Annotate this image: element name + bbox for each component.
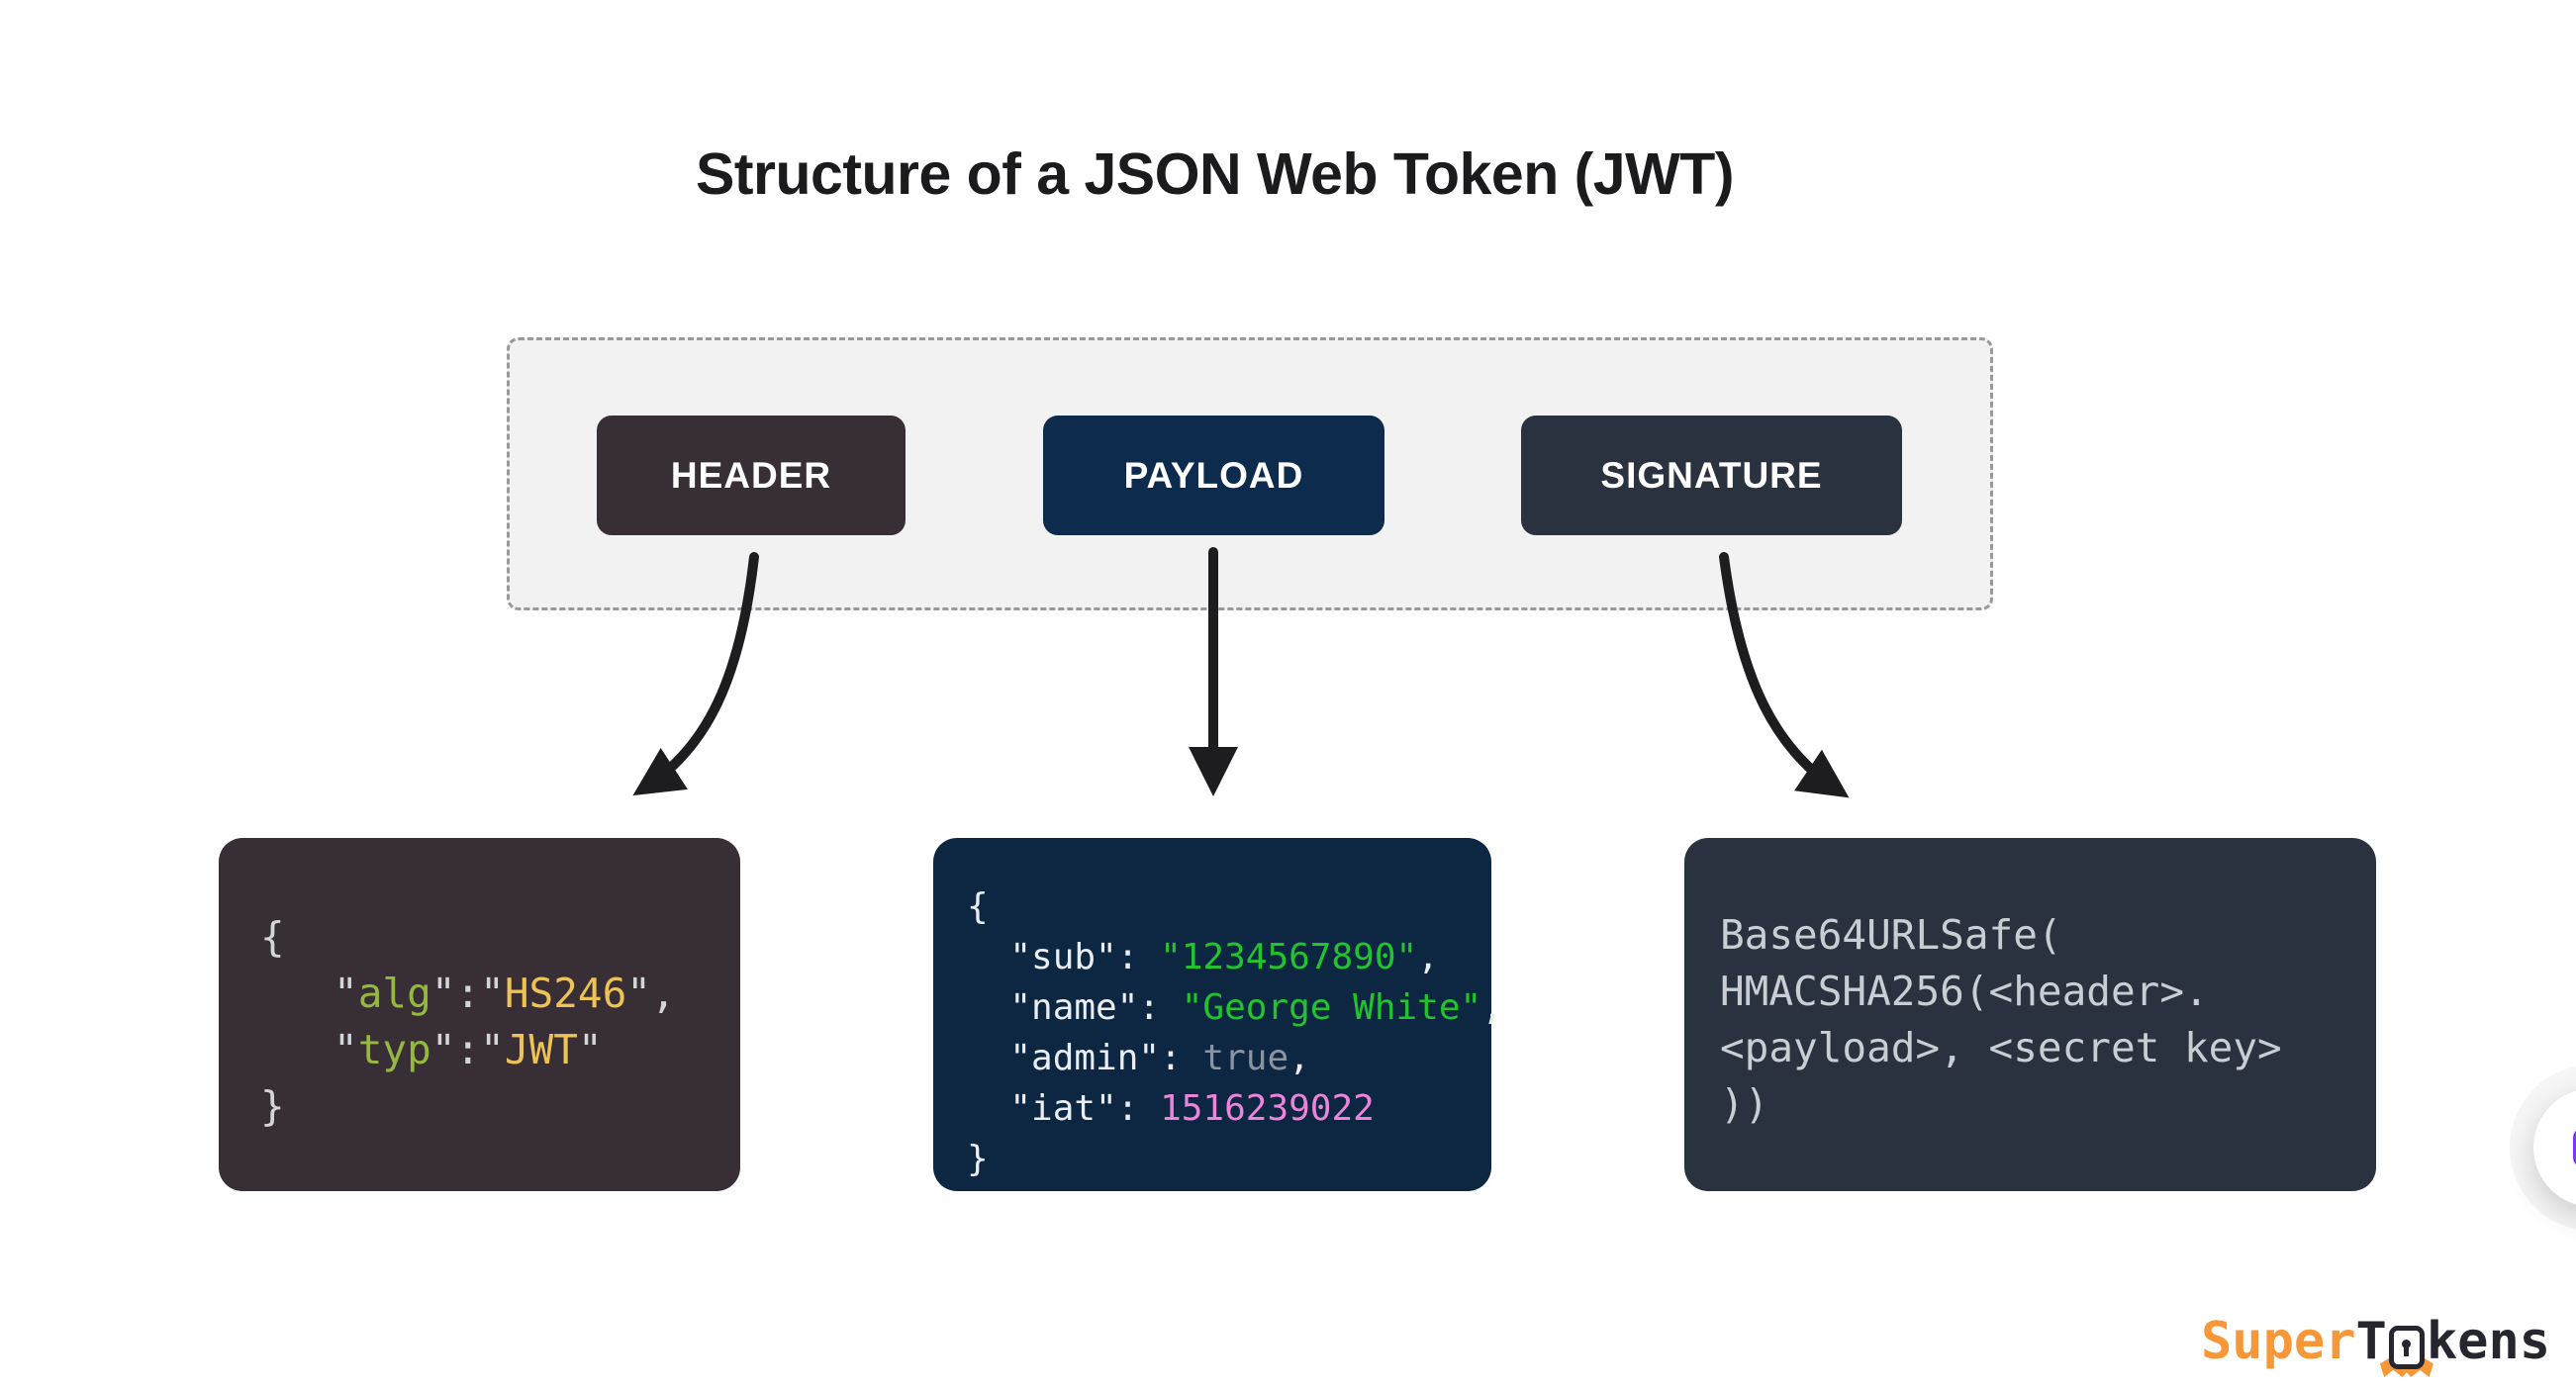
keyhole-icon [2402,1340,2412,1348]
payload-pill: PAYLOAD [1043,416,1384,535]
chat-widget-icon [2573,1128,2576,1167]
logo-text-kens: kens [2426,1312,2551,1371]
page-title: Structure of a JSON Web Token (JWT) [696,141,1734,207]
logo-text-super: Super [2201,1312,2356,1371]
signature-code-box: Base64URLSafe( HMACSHA256(<header>. <pay… [1684,838,2376,1191]
header-curved-arrow-icon [632,552,759,796]
payload-pill-label: PAYLOAD [1123,454,1304,496]
supertokens-logo: Super T kens [2201,1312,2551,1377]
lock-icon [2379,1326,2433,1377]
signature-pill: SIGNATURE [1521,416,1902,535]
lock-body-shape [2388,1326,2425,1369]
header-pill: HEADER [597,416,906,535]
signature-curved-arrow-icon [1719,552,1850,798]
header-pill-label: HEADER [670,454,832,496]
logo-text-t: T [2355,1312,2387,1371]
keyhole-stem [2404,1345,2410,1356]
header-code-box: { "alg":"HS246", "typ":"JWT" } [219,838,740,1191]
payload-code-box: { "sub": "1234567890", "name": "George W… [933,838,1503,1191]
signature-pill-label: SIGNATURE [1600,454,1823,496]
